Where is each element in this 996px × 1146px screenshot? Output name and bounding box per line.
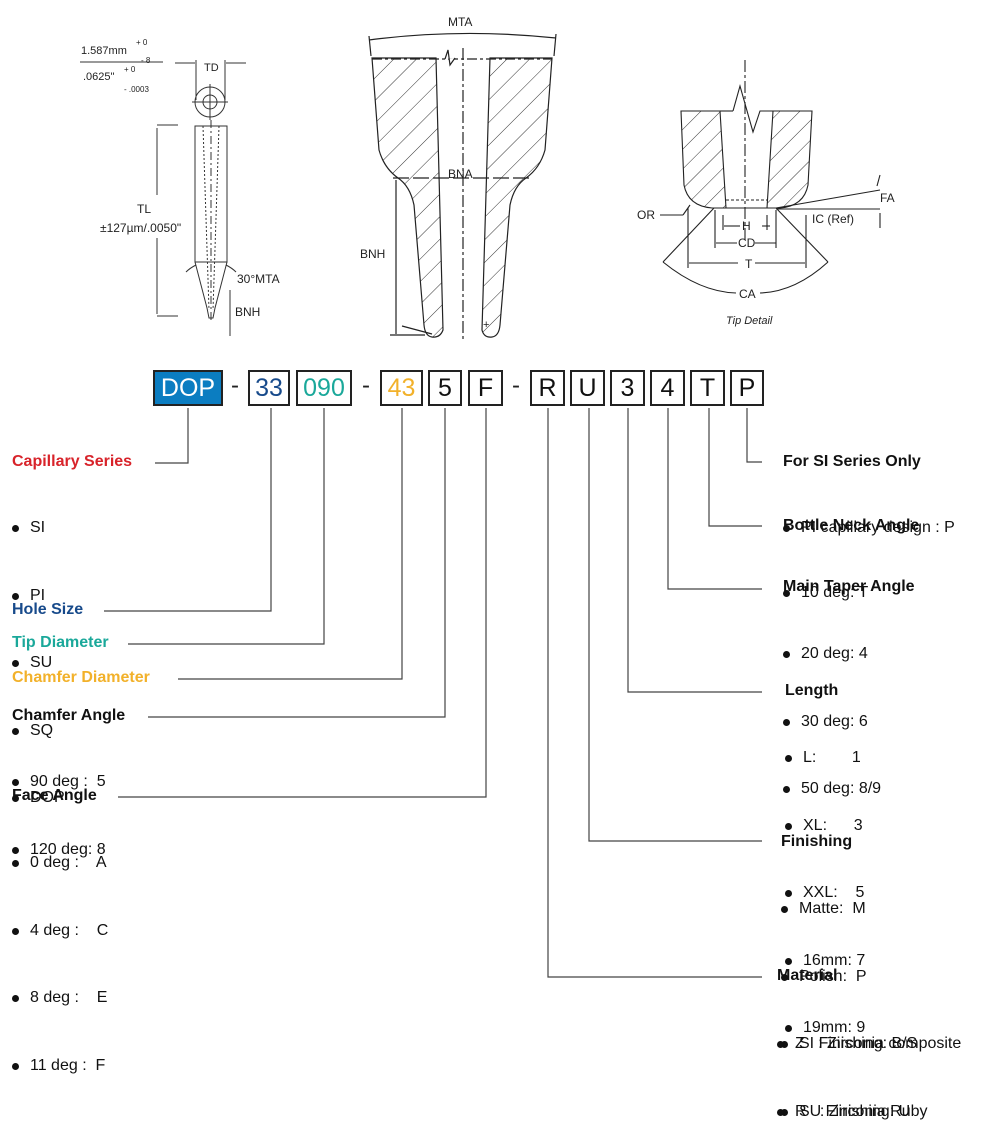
list-item: 0 deg : A [10,852,108,875]
list-item: 19mm: 9 [783,1017,865,1040]
tolerance-in-plus: + 0 [124,65,136,74]
code-finishing: U [570,370,605,406]
tolerance-mm-minus: - 8 [141,56,151,65]
face-angle-title: Face Angle [12,787,97,804]
code-face-angle: F [468,370,503,406]
list-item: 20 deg: 4 [781,643,881,666]
material-list: Z : Zirconia composite R : Zirconia Ruby [775,988,961,1146]
list-item: 120 deg: 8 [10,839,106,862]
section-view-drawing: + [368,32,557,340]
code-bottle-neck-angle: T [690,370,725,406]
tolerance-in: .0625" [83,71,115,83]
tip-detail-drawing [660,60,881,294]
svg-text:+: + [483,319,489,331]
list-item: 4 deg : C [10,920,108,943]
code-series: DOP [153,370,223,406]
capillary-series-title: Capillary Series [12,453,133,470]
td-label: TD [204,62,219,74]
list-item: SU [10,652,65,675]
side-mta-label: 30°MTA [237,272,280,286]
h-label: H [742,219,751,233]
list-item: SI [10,517,65,540]
tolerance-in-minus: - .0003 [124,85,149,94]
tl-label: TL [137,202,151,216]
bna-label: BNA [448,167,473,181]
list-item: DOP [10,787,65,810]
ca-label: CA [739,287,756,301]
main-taper-angle-title: Main Taper Angle [783,578,915,595]
list-item: PI capillary design : P [781,517,955,540]
t-label: T [745,257,753,271]
chamfer-diameter-title: Chamfer Diameter [12,669,150,686]
tolerance-mm-plus: + 0 [136,38,148,47]
length-title: Length [785,682,839,699]
technical-drawings: 1.587mm + 0 - 8 .0625" + 0 - .0003 TD TL… [80,15,895,978]
finishing-title: Finishing [781,833,853,850]
tolerance-mm: 1.587mm [81,45,127,57]
fa-label: FA [880,191,895,205]
code-chamfer-diameter: 43 [380,370,423,406]
tip-diameter-title: Tip Diameter [12,634,109,651]
list-item: PI [10,585,65,608]
chamfer-angle-list: 90 deg : 5 120 deg: 8 [10,726,106,884]
side-view-drawing [80,60,246,336]
list-item: SQ [10,720,65,743]
chamfer-angle-title: Chamfer Angle [12,707,126,724]
code-separator: - [362,372,370,399]
list-item: 11 deg : F [10,1055,108,1078]
list-item: 8 deg : E [10,987,108,1010]
material-title: Material [777,967,838,984]
code-si-series: P [730,370,764,406]
si-series-only-title: For SI Series Only [783,453,921,470]
length-list: L: 1 XL: 3 XXL: 5 16mm: 7 19mm: 9 [783,702,865,1062]
list-item: 50 deg: 8/9 [781,778,881,801]
list-item: XXL: 5 [783,882,865,905]
section-bnh-label: BNH [360,247,385,261]
list-item: Polish: P [779,966,917,989]
cd-label: CD [738,236,756,250]
ic-label: IC (Ref) [812,212,854,226]
code-separator: - [512,372,520,399]
bottle-neck-angle-title: Bottle Neck Angle [783,517,920,534]
list-item: Matte: M [779,898,917,921]
capillary-series-list: SI PI SU SQ DOP [10,472,65,832]
hole-size-title: Hole Size [12,601,84,618]
code-main-taper-angle: 4 [650,370,685,406]
list-item: 30 deg: 6 [781,711,881,734]
face-angle-list: 0 deg : A 4 deg : C 8 deg : E 11 deg : F [10,807,108,1100]
list-item: Z : Zirconia composite [775,1033,961,1056]
list-item: 90 deg : 5 [10,771,106,794]
code-length: 3 [610,370,645,406]
code-tip-diameter: 090 [296,370,352,406]
bottle-neck-angle-list: 10 deg: T [781,537,868,627]
code-separator: - [231,372,239,399]
code-hole-size: 33 [248,370,290,406]
list-item: 10 deg: T [781,582,868,605]
or-label: OR [637,208,655,222]
list-item: L: 1 [783,747,865,770]
code-material: R [530,370,565,406]
list-item: 16mm: 7 [783,950,865,973]
code-chamfer-angle: 5 [428,370,462,406]
side-bnh-label: BNH [235,305,260,319]
tl-tolerance: ±127µm/.0050" [100,221,181,235]
tip-detail-caption: Tip Detail [726,315,773,327]
si-series-only-list: PI capillary design : P [781,472,955,562]
main-taper-angle-list: 20 deg: 4 30 deg: 6 50 deg: 8/9 [781,598,881,823]
list-item: XL: 3 [783,815,865,838]
list-item: R : Zirconia Ruby [775,1101,961,1124]
connector-lines [104,408,762,978]
section-mta-label: MTA [448,15,472,29]
